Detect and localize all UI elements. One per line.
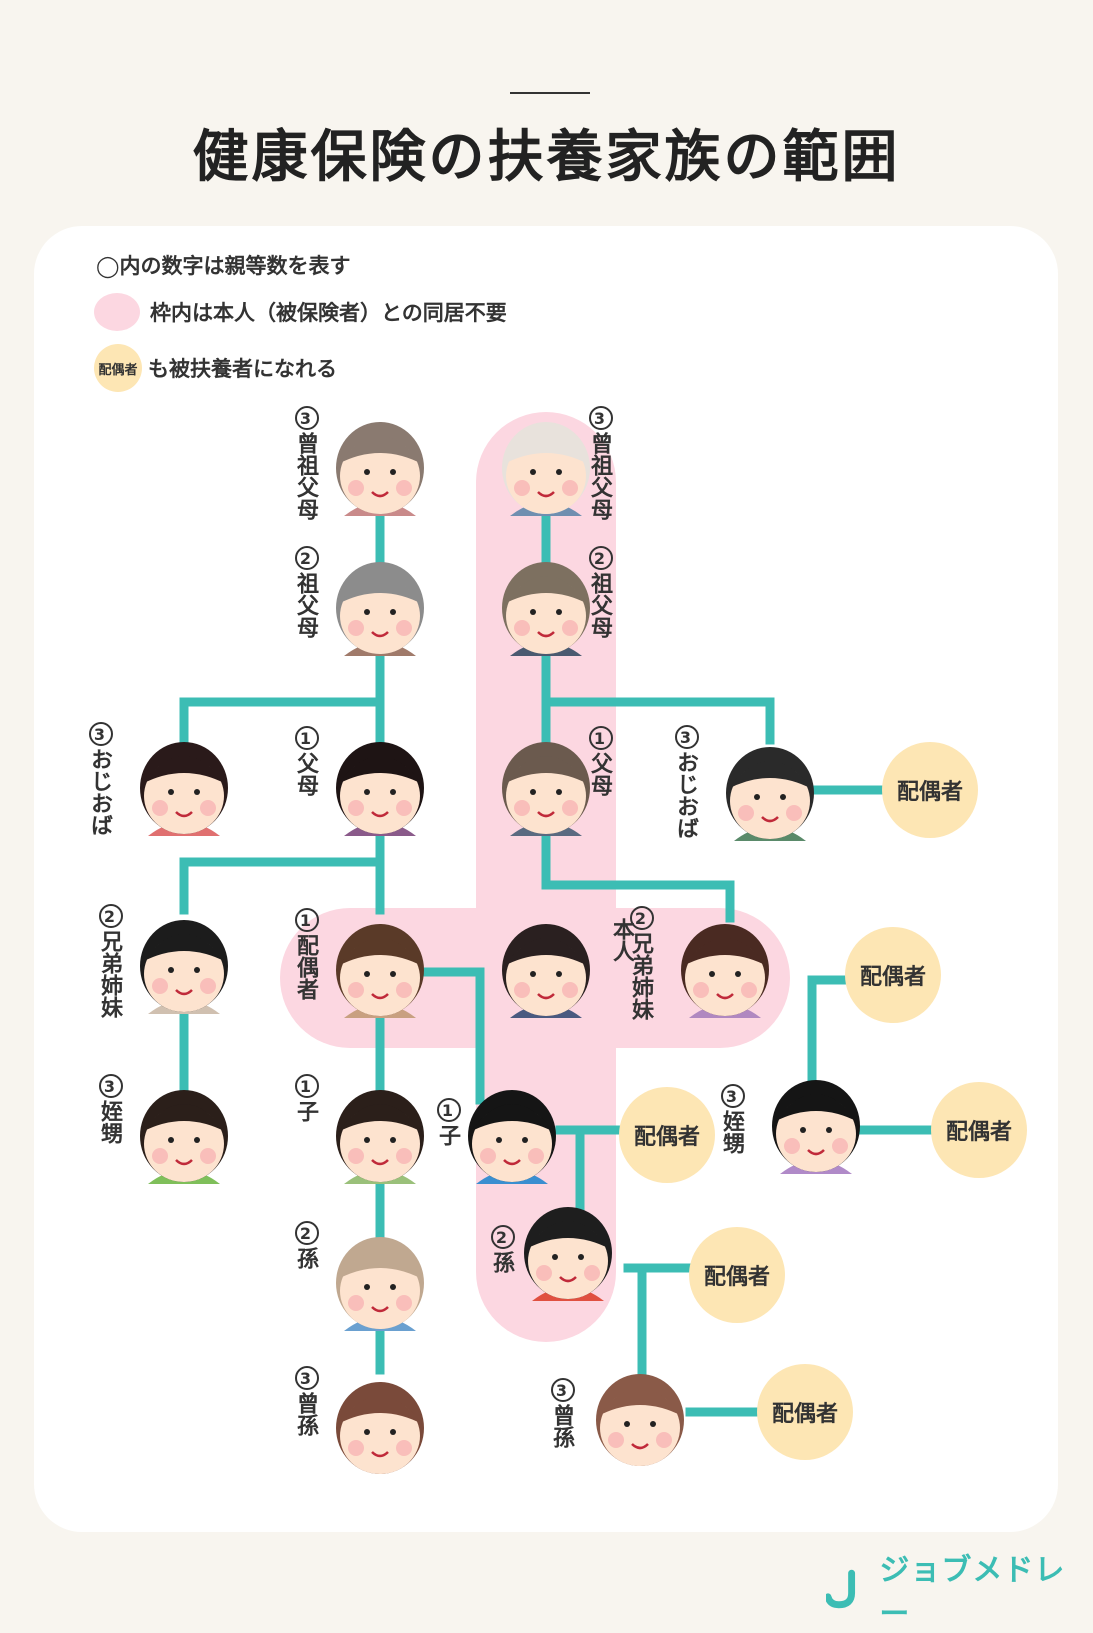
- degree-number: 3: [295, 1366, 319, 1390]
- degree-number: 3: [721, 1084, 745, 1108]
- label-self: 本人: [609, 918, 634, 962]
- relation-text: 子: [435, 1124, 460, 1146]
- family-tree: [140, 412, 949, 1476]
- legend-spouse-note: 配偶者 も被扶養者になれる: [94, 344, 337, 392]
- legend-pink-note: 枠内は本人（被保険者）との同居不要: [94, 293, 507, 331]
- legend-spouse-text: も被扶養者になれる: [148, 357, 337, 381]
- degree-number: 2: [295, 1221, 319, 1245]
- label-ggp-right: 3曾祖父母: [587, 406, 613, 520]
- label-father: 1父母: [587, 726, 613, 796]
- great-grandfather-icon: [502, 422, 590, 516]
- spouse-bubble: 配偶者: [882, 742, 978, 838]
- legend-pink-text: 枠内は本人（被保険者）との同居不要: [150, 301, 507, 325]
- relation-text: 孫: [489, 1251, 514, 1273]
- relation-text: 兄弟姉妹: [97, 930, 122, 1018]
- label-niece-right: 3姪甥: [719, 1084, 745, 1154]
- pink-swatch-icon: [94, 293, 140, 331]
- degree-number: 1: [589, 726, 613, 750]
- aunt-icon: [140, 742, 228, 836]
- niece-icon: [140, 1090, 228, 1184]
- degree-number: 2: [589, 546, 613, 570]
- label-aunt-left: 3おじおば: [87, 722, 113, 836]
- relation-text: 姪甥: [97, 1100, 122, 1144]
- spouse-bubble: 配偶者: [689, 1227, 785, 1323]
- degree-number: 2: [491, 1225, 515, 1249]
- baby-girl-icon: [596, 1374, 684, 1468]
- son-icon: [336, 1090, 424, 1184]
- father-icon: [502, 742, 590, 836]
- great-grandmother-icon: [336, 422, 424, 516]
- label-grandchild-left: 2孫: [293, 1221, 319, 1269]
- degree-number: 3: [295, 406, 319, 430]
- label-ggc-left: 3曾孫: [293, 1366, 319, 1436]
- self-icon: [502, 924, 590, 1018]
- label-gp-right: 2祖父母: [587, 546, 613, 638]
- degree-number: 2: [99, 904, 123, 928]
- degree-number: 3: [589, 406, 613, 430]
- grandfather-icon: [502, 562, 590, 656]
- label-ggc-right: 3曾孫: [549, 1378, 575, 1448]
- grandson-icon: [336, 1237, 424, 1331]
- degree-number: 1: [295, 1074, 319, 1098]
- daughter-icon: [468, 1090, 556, 1184]
- legend-circle-note: ◯内の数字は親等数を表す: [96, 250, 351, 280]
- label-gp-left: 2祖父母: [293, 546, 319, 638]
- grandmother-icon: [336, 562, 424, 656]
- relation-text: 本人: [609, 918, 634, 962]
- spouse-bubble: 配偶者: [619, 1087, 715, 1183]
- niece-pigtails-icon: [772, 1080, 860, 1174]
- label-uncle-right: 3おじおば: [673, 725, 699, 839]
- spouse-bubble: 配偶者: [757, 1364, 853, 1460]
- degree-number: 3: [89, 722, 113, 746]
- relation-text: おじおば: [673, 751, 698, 839]
- relation-text: 父母: [293, 752, 318, 796]
- label-mother: 1父母: [293, 726, 319, 796]
- relation-text: 曾祖父母: [587, 432, 612, 520]
- relation-text: 孫: [293, 1247, 318, 1269]
- logo-text: ジョブメドレー: [879, 1553, 1066, 1632]
- sister-icon: [681, 924, 769, 1018]
- degree-number: 1: [295, 908, 319, 932]
- label-ggp-left: 3曾祖父母: [293, 406, 319, 520]
- baby-icon: [336, 1382, 424, 1476]
- wife-icon: [336, 924, 424, 1018]
- relation-text: おじおば: [87, 748, 112, 836]
- spouse-bubble: 配偶者: [845, 927, 941, 1023]
- label-spouse: 1配偶者: [293, 908, 319, 1000]
- relation-text: 曾祖父母: [293, 432, 318, 520]
- spouse-chip: 配偶者: [94, 344, 142, 392]
- relation-text: 曾孫: [293, 1392, 318, 1436]
- spouse-bubble: 配偶者: [931, 1082, 1027, 1178]
- brother-icon: [140, 920, 228, 1014]
- page-title: 健康保険の扶養家族の範囲: [192, 125, 901, 190]
- degree-number: 3: [99, 1074, 123, 1098]
- label-brother: 2兄弟姉妹: [97, 904, 123, 1018]
- brand-logo: ジョブメドレー: [826, 1545, 1093, 1633]
- relation-text: 配偶者: [293, 934, 318, 1000]
- title-rule: [510, 92, 590, 94]
- label-sister: 2兄弟姉妹: [628, 906, 654, 1020]
- mother-icon: [336, 742, 424, 836]
- degree-number: 3: [551, 1378, 575, 1402]
- degree-number: 1: [295, 726, 319, 750]
- label-child-right: 1子: [435, 1098, 461, 1146]
- degree-number: 1: [437, 1098, 461, 1122]
- degree-number: 3: [675, 725, 699, 749]
- relation-text: 曾孫: [549, 1404, 574, 1448]
- label-grandchild-right: 2孫: [489, 1225, 515, 1273]
- grandson-spiky-icon: [524, 1207, 612, 1301]
- degree-number: 2: [630, 906, 654, 930]
- relation-text: 祖父母: [293, 572, 318, 638]
- relation-text: 父母: [587, 752, 612, 796]
- relation-text: 兄弟姉妹: [628, 932, 653, 1020]
- relation-text: 祖父母: [587, 572, 612, 638]
- jobmedley-logo-icon: [826, 1569, 856, 1609]
- relation-text: 子: [293, 1100, 318, 1122]
- label-child-left: 1子: [293, 1074, 319, 1122]
- degree-number: 2: [295, 546, 319, 570]
- uncle-icon: [726, 747, 814, 841]
- label-niece-left: 3姪甥: [97, 1074, 123, 1144]
- legend-circle-text: ◯内の数字は親等数を表す: [96, 254, 351, 278]
- relation-text: 姪甥: [719, 1110, 744, 1154]
